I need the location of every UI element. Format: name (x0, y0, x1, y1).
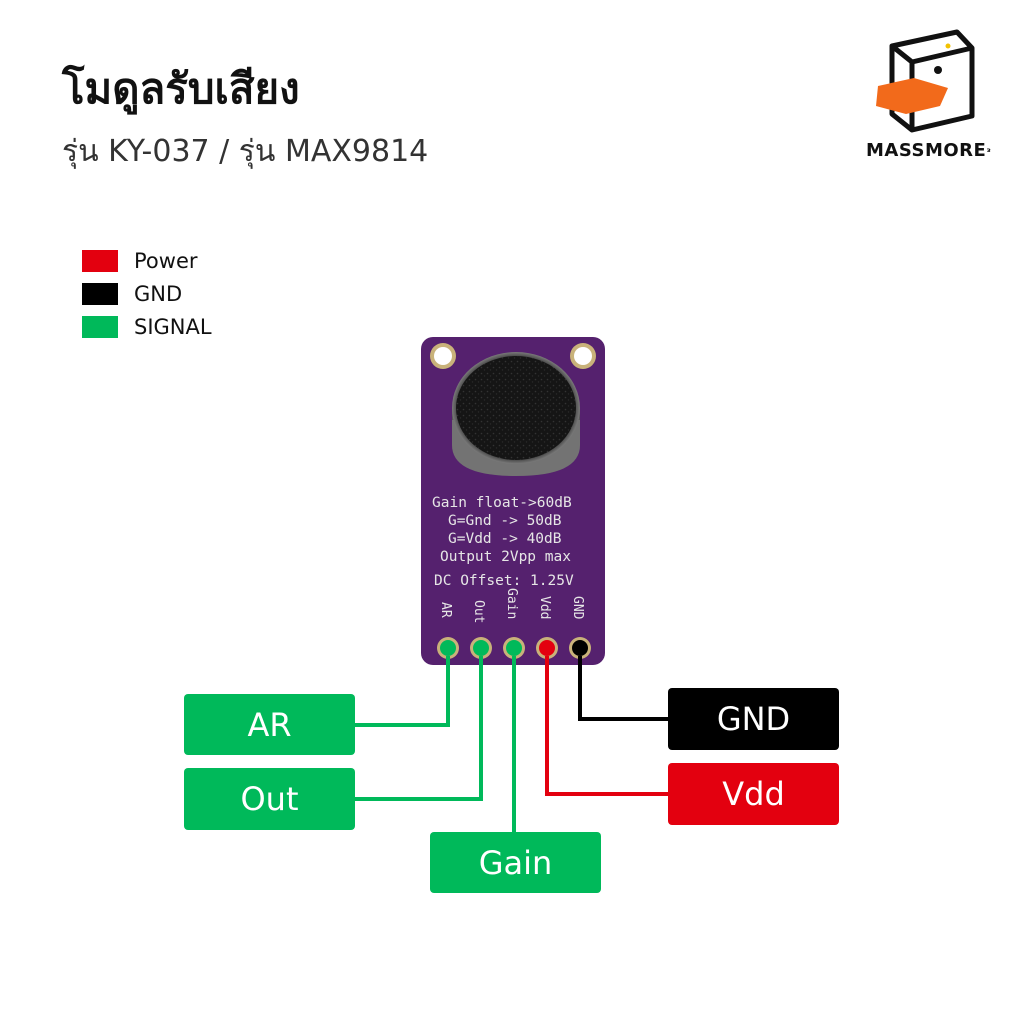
pin-label-ar-text: AR (247, 705, 292, 744)
silk-pin-out: Out (471, 600, 486, 623)
silk-line-1: Gain float->60dB (432, 495, 572, 511)
silk-pin-vdd: Vdd (537, 596, 552, 619)
pin-label-out-text: Out (240, 780, 299, 818)
massmore-logo (876, 29, 975, 133)
legend-item-power: Power (82, 244, 212, 277)
wire-vdd (545, 656, 668, 796)
wire-ar (355, 656, 450, 727)
pad-gnd (572, 640, 588, 656)
legend-item-signal: SIGNAL (82, 310, 212, 343)
pad-vdd (539, 640, 555, 656)
legend-label-signal: SIGNAL (134, 314, 212, 339)
pin-label-gnd-text: GND (716, 700, 791, 738)
silk-line-3: G=Vdd -> 40dB (448, 531, 562, 547)
duck-beak-icon (876, 78, 948, 114)
silk-pin-gain: Gain (504, 588, 519, 619)
silk-line-5: DC Offset: 1.25V (434, 573, 574, 589)
pad-ar (440, 640, 456, 656)
brand-name: MASSMOREᵌ (866, 140, 992, 161)
wire-gnd (578, 656, 668, 721)
pad-out (473, 640, 489, 656)
pin-label-ar: AR (184, 694, 355, 755)
pin-label-gain-text: Gain (478, 843, 553, 882)
silk-line-4: Output 2Vpp max (440, 549, 571, 565)
gnd-swatch (82, 282, 118, 305)
legend-label-gnd: GND (134, 281, 183, 306)
legend-label-power: Power (134, 248, 198, 273)
page-subtitle: รุ่น KY-037 / รุ่น MAX9814 (62, 134, 429, 169)
pin-label-vdd: Vdd (668, 763, 839, 825)
pin-label-vdd-text: Vdd (722, 775, 785, 813)
microphone-icon (452, 352, 580, 476)
silk-pin-ar: AR (438, 602, 453, 618)
wire-out (355, 656, 483, 801)
pin-label-gnd: GND (668, 688, 839, 750)
pad-gain (506, 640, 522, 656)
duck-eye-icon (934, 66, 942, 74)
pin-pads (437, 637, 591, 659)
legend-item-gnd: GND (82, 277, 212, 310)
pin-label-out: Out (184, 768, 355, 830)
pin-label-gain: Gain (430, 832, 601, 893)
page-title: โมดูลรับเสียง (62, 64, 300, 113)
legend: Power GND SIGNAL (82, 244, 212, 343)
pcb-board: Gain float->60dB G=Gnd -> 50dB G=Vdd -> … (421, 337, 605, 665)
power-swatch (82, 249, 118, 272)
signal-swatch (82, 315, 118, 338)
silk-line-2: G=Gnd -> 50dB (448, 513, 562, 529)
silk-pin-gnd: GND (570, 596, 585, 620)
